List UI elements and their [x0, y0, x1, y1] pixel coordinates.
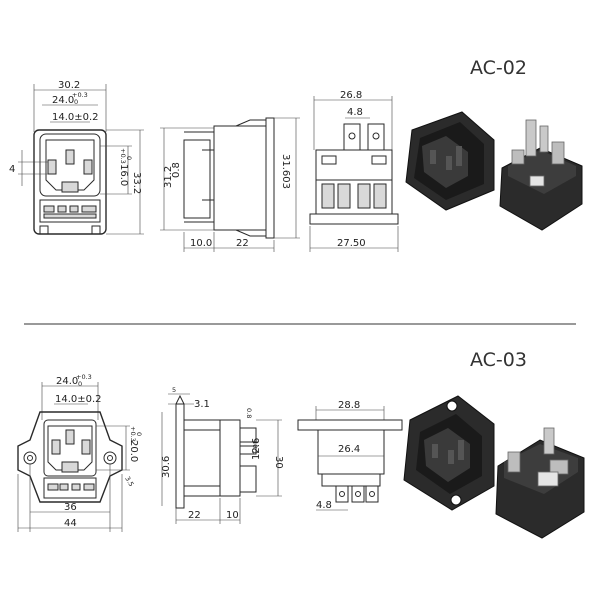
front-flange — [17, 411, 123, 503]
dim-tab-thickness: 0.8 — [245, 408, 253, 418]
dim-pin-width: 14.0±0.2 — [52, 112, 99, 123]
dim-top-width: 28.8 — [338, 400, 360, 411]
front-housing — [33, 129, 107, 235]
pin-right — [83, 159, 93, 175]
pin-right — [81, 439, 91, 455]
mount-hole-left — [23, 451, 37, 465]
dim-inner-width: 24.0 — [52, 95, 74, 106]
top-base — [309, 213, 399, 225]
dim-side-height: 30.6 — [161, 456, 172, 478]
dim-flange-width: 44 — [64, 518, 77, 529]
dim-overall-height: 30 — [273, 456, 284, 469]
section-ac-02: AC-02 30.2 24.0 +0.3 0 14.0±0.2 — [9, 57, 583, 252]
side-view-ac-03: 5 3.1 30.6 0.8 10.1 12.6 30 22 — [161, 386, 284, 524]
pin-earth — [65, 429, 75, 445]
dim-height-inner-tol-lower: 0 — [135, 432, 143, 436]
dim-overall-height: 33.2 — [131, 172, 142, 194]
dim-overall-width: 30.2 — [58, 80, 80, 91]
dim-terminal-spacing: 4.8 — [316, 500, 332, 511]
top-flange — [297, 419, 403, 431]
dim-depth-body: 22 — [236, 238, 249, 249]
dim-hole-diameter: 3.5 — [123, 475, 135, 488]
dim-top-width: 26.8 — [340, 90, 362, 101]
front-view-ac-03: 24.0 +0.3 0 14.0±0.2 — [17, 373, 143, 532]
side-body — [183, 419, 221, 497]
terminal-right — [365, 485, 379, 503]
terminal-left — [335, 485, 349, 503]
front-view-ac-02: 30.2 24.0 +0.3 0 14.0±0.2 — [9, 80, 144, 235]
dim-height-inner-tol-upper: +0.3 — [129, 426, 137, 442]
latch — [61, 461, 79, 473]
pin-earth — [65, 149, 75, 165]
side-flange — [175, 403, 185, 509]
side-body — [213, 125, 267, 231]
dim-height-inner-tol-upper: +0.3 — [119, 148, 127, 164]
dim-height-inner: 16.0 — [118, 164, 129, 186]
dim-depth-rear: 10 — [226, 510, 239, 521]
top-view-ac-03: 28.8 26.4 4.8 — [297, 400, 403, 511]
dim-tab-height: 12.6 — [251, 438, 262, 460]
dim-depth-body: 22 — [188, 510, 201, 521]
dim-tab-span: 10.1 — [251, 440, 259, 454]
pin-left — [51, 439, 61, 455]
dim-body-width: 26.4 — [338, 444, 360, 455]
dim-inner-width-tol-lower: 0 — [78, 380, 82, 388]
pin-left — [47, 159, 57, 175]
dim-height-inner: 20.0 — [128, 440, 139, 462]
dim-top-offset: 5 — [172, 386, 176, 394]
latch — [61, 181, 79, 193]
dim-inner-width-tol-upper: +0.3 — [72, 91, 88, 99]
side-tab-bottom — [239, 465, 257, 493]
dim-inner-width: 24.0 — [56, 376, 78, 387]
dim-flange-thickness: 3.1 — [194, 399, 210, 410]
product-photo-front-ac-03 — [403, 395, 495, 511]
dim-side-height: 31.2 — [163, 166, 174, 188]
model-title-ac-03: AC-03 — [470, 349, 527, 371]
dim-hole-spacing: 36 — [64, 502, 77, 513]
dim-flange-thickness: 0.8 — [171, 162, 182, 178]
front-socket-outline — [39, 133, 101, 197]
side-front-part — [183, 139, 211, 219]
dim-height-inner-tol-lower: 0 — [125, 156, 133, 160]
top-body — [317, 429, 385, 475]
product-photo-rear-ac-03 — [495, 427, 585, 539]
terminal-mid — [351, 485, 365, 503]
model-title-ac-02: AC-02 — [470, 57, 527, 79]
dim-depth-front: 10.0 — [190, 238, 212, 249]
dim-base-width: 27.50 — [337, 238, 366, 249]
dim-inner-width-tol-upper: +0.3 — [76, 373, 92, 381]
top-view-ac-02: 26.8 4.8 27.50 — [309, 90, 399, 252]
product-photo-rear-ac-02 — [499, 119, 583, 231]
side-view-ac-02: 31.2 0.8 31.603 10.0 22 — [160, 117, 300, 252]
mount-hole-right — [103, 451, 117, 465]
section-ac-03: AC-03 24.0 +0.3 0 14.0±0.2 — [17, 349, 585, 539]
dim-body-height: 31.603 — [280, 154, 291, 189]
product-photo-front-ac-02 — [405, 111, 495, 211]
side-flange — [265, 117, 275, 239]
dim-terminal-spacing: 4.8 — [347, 107, 363, 118]
dim-pin-spacing: 4 — [9, 164, 15, 175]
dim-pin-width: 14.0±0.2 — [55, 394, 102, 405]
dim-inner-width-tol-lower: 0 — [74, 98, 78, 106]
side-tab-top — [239, 427, 257, 443]
